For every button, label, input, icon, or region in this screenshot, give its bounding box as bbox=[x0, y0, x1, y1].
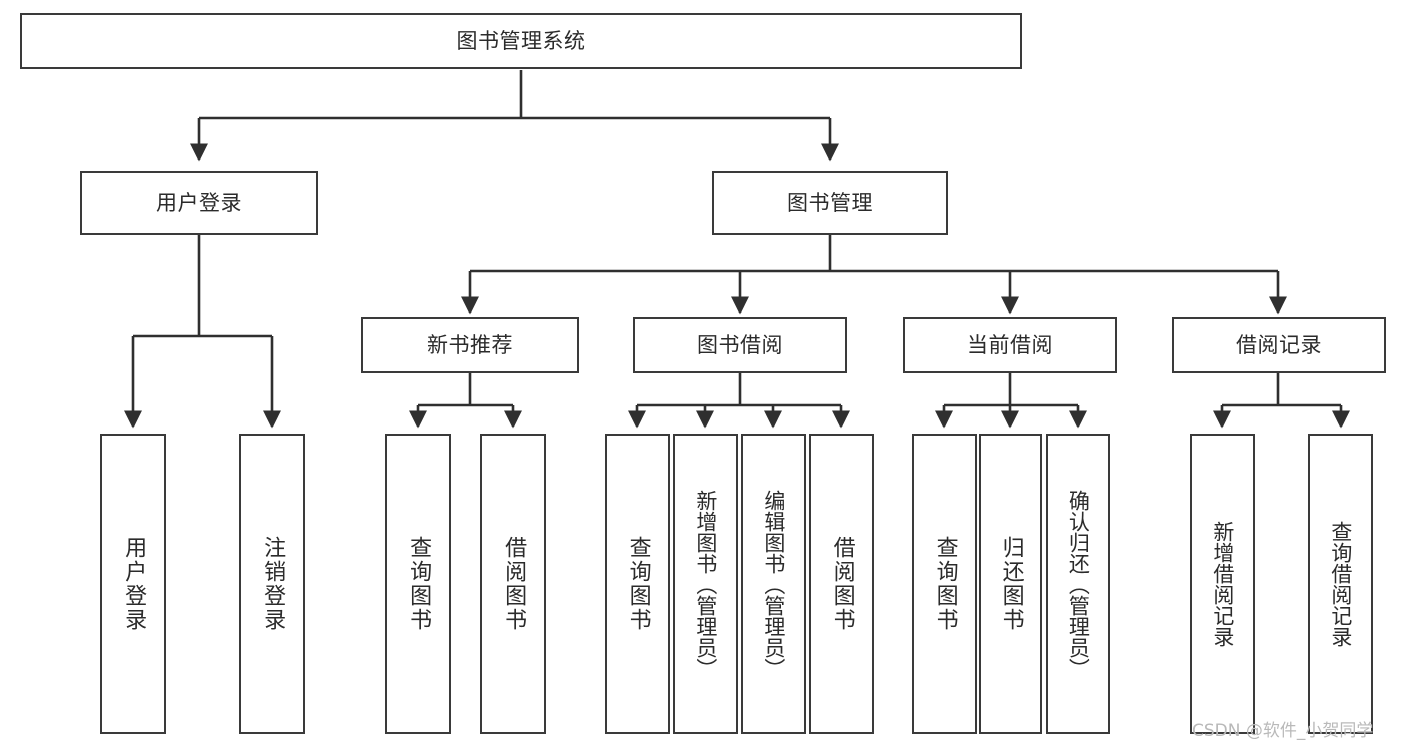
node-label: 新增借阅记录 bbox=[1210, 521, 1235, 647]
node-book-management[interactable]: 图书管理 bbox=[712, 171, 948, 235]
node-label: 注销登录 bbox=[260, 536, 286, 632]
node-label: 借阅图书 bbox=[829, 536, 855, 632]
csdn-watermark: CSDN @软件_小贺同学 bbox=[1192, 721, 1374, 741]
leaf-query-book-current[interactable]: 查询图书 bbox=[912, 434, 977, 734]
node-label: 编辑图书（管理员） bbox=[761, 489, 786, 679]
leaf-edit-book-admin[interactable]: 编辑图书（管理员） bbox=[741, 434, 806, 734]
leaf-borrow-book[interactable]: 借阅图书 bbox=[809, 434, 874, 734]
node-label: 借阅记录 bbox=[1236, 332, 1322, 357]
node-book-borrow[interactable]: 图书借阅 bbox=[633, 317, 847, 373]
node-label: 图书管理系统 bbox=[456, 28, 586, 53]
node-label: 查询图书 bbox=[932, 536, 958, 632]
leaf-add-borrow-record[interactable]: 新增借阅记录 bbox=[1190, 434, 1255, 734]
node-label: 用户登录 bbox=[156, 190, 242, 215]
node-label: 新书推荐 bbox=[427, 332, 513, 357]
node-user-login[interactable]: 用户登录 bbox=[80, 171, 318, 235]
node-label: 图书借阅 bbox=[697, 332, 783, 357]
leaf-return-book[interactable]: 归还图书 bbox=[979, 434, 1042, 734]
node-root-book-management-system[interactable]: 图书管理系统 bbox=[20, 13, 1022, 69]
leaf-add-book-admin[interactable]: 新增图书（管理员） bbox=[673, 434, 738, 734]
node-label: 归还图书 bbox=[998, 536, 1024, 632]
node-label: 当前借阅 bbox=[967, 332, 1053, 357]
leaf-query-borrow-record[interactable]: 查询借阅记录 bbox=[1308, 434, 1373, 734]
leaf-logout[interactable]: 注销登录 bbox=[239, 434, 305, 734]
node-label: 查询借阅记录 bbox=[1328, 521, 1353, 647]
node-label: 借阅图书 bbox=[501, 536, 527, 632]
leaf-query-book-borrow[interactable]: 查询图书 bbox=[605, 434, 670, 734]
leaf-user-login[interactable]: 用户登录 bbox=[100, 434, 166, 734]
node-label: 新增图书（管理员） bbox=[693, 489, 718, 679]
node-label: 查询图书 bbox=[406, 536, 432, 632]
node-label: 用户登录 bbox=[121, 536, 147, 632]
node-borrow-record[interactable]: 借阅记录 bbox=[1172, 317, 1386, 373]
node-label: 确认归还（管理员） bbox=[1066, 489, 1091, 679]
leaf-query-book-recommend[interactable]: 查询图书 bbox=[385, 434, 451, 734]
node-label: 查询图书 bbox=[625, 536, 651, 632]
node-label: 图书管理 bbox=[787, 190, 873, 215]
node-new-book-recommend[interactable]: 新书推荐 bbox=[361, 317, 579, 373]
leaf-borrow-book-recommend[interactable]: 借阅图书 bbox=[480, 434, 546, 734]
node-current-borrow[interactable]: 当前借阅 bbox=[903, 317, 1117, 373]
leaf-confirm-return-admin[interactable]: 确认归还（管理员） bbox=[1046, 434, 1110, 734]
